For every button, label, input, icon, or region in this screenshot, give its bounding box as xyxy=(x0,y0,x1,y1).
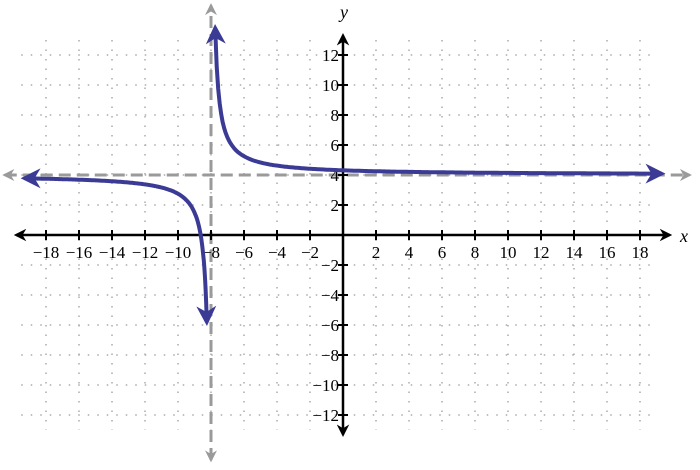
y-tick-label: 10 xyxy=(322,76,339,95)
y-tick-label: 6 xyxy=(331,136,340,155)
x-tick-label: 4 xyxy=(405,243,414,262)
x-tick-label: 14 xyxy=(566,243,584,262)
x-tick-label: 6 xyxy=(438,243,447,262)
x-tick-label: 2 xyxy=(372,243,381,262)
x-tick-label: −4 xyxy=(268,243,287,262)
right-branch xyxy=(205,24,666,184)
x-tick-label: −10 xyxy=(165,243,192,262)
x-tick-label: 12 xyxy=(533,243,550,262)
axes xyxy=(13,33,673,437)
left-branch xyxy=(20,168,217,326)
y-tick-label: 12 xyxy=(322,46,339,65)
x-tick-label: −18 xyxy=(33,243,60,262)
y-tick-label: −6 xyxy=(321,316,339,335)
function-curve xyxy=(20,24,666,326)
y-tick-label: −12 xyxy=(312,406,339,425)
x-tick-label: 8 xyxy=(471,243,480,262)
x-tick-label: −2 xyxy=(301,243,319,262)
x-tick-label: −6 xyxy=(235,243,253,262)
y-axis-label: y xyxy=(338,2,348,22)
y-tick-label: −10 xyxy=(312,376,339,395)
y-tick-label: −4 xyxy=(321,286,340,305)
x-tick-label: 16 xyxy=(599,243,616,262)
x-axis-label: x xyxy=(679,226,688,246)
y-tick-label: 2 xyxy=(331,196,340,215)
asymptotes xyxy=(2,3,692,463)
y-tick-label: −2 xyxy=(321,256,339,275)
x-tick-label: −12 xyxy=(132,243,159,262)
y-tick-label: 8 xyxy=(331,106,340,125)
y-tick-label: −8 xyxy=(321,346,339,365)
x-tick-label: 18 xyxy=(632,243,649,262)
x-tick-label: −14 xyxy=(99,243,126,262)
x-tick-label: 10 xyxy=(500,243,517,262)
x-tick-label: −16 xyxy=(66,243,93,262)
